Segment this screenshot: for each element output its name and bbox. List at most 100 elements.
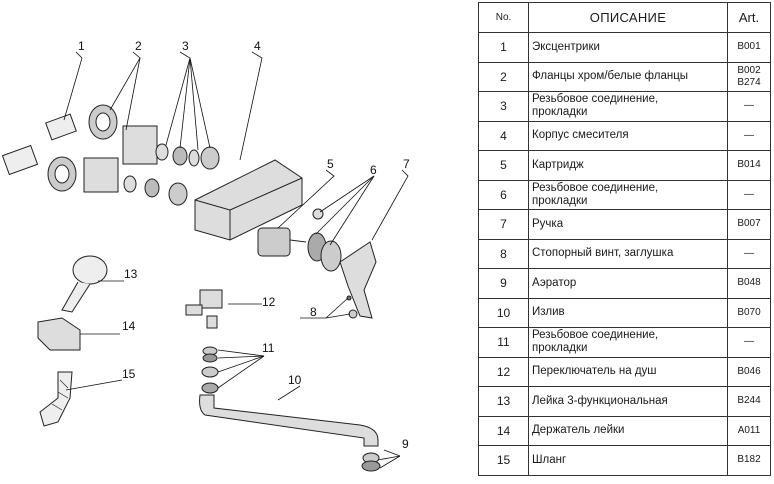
description-line: Переключатель на душ xyxy=(532,365,657,378)
exploded-faucet-diagram: 1 2 3 4 5 6 7 8 9 10 11 12 13 14 15 xyxy=(1,39,410,472)
row-article: B182 xyxy=(727,445,771,476)
row-number: 10 xyxy=(478,297,529,328)
description-line: Лейка 3-функциональная xyxy=(532,394,668,407)
description-line: Стопорный винт, заглушка xyxy=(532,247,674,260)
row-description: Лейка 3-функциональная xyxy=(528,386,728,417)
aerator-part xyxy=(361,452,381,472)
row-article: — xyxy=(727,238,771,269)
holder-part xyxy=(37,317,81,351)
description-line: Картридж xyxy=(532,158,584,171)
row-number: 9 xyxy=(478,268,529,299)
article-code: A011 xyxy=(737,424,761,436)
header-art: Art. xyxy=(727,2,771,33)
thread-rings-part xyxy=(123,143,220,206)
description-line: Аэратор xyxy=(532,276,577,289)
description-line: Резьбовое соединение, xyxy=(532,181,659,194)
article-code: — xyxy=(744,336,754,348)
description-line: Резьбовое соединение, xyxy=(532,93,659,106)
callout-13: 13 xyxy=(124,267,138,281)
square-nut-part xyxy=(83,125,158,193)
article-code: B244 xyxy=(737,395,761,407)
flange-part xyxy=(47,104,118,192)
article-code: B002 xyxy=(737,64,761,76)
callout-8: 8 xyxy=(310,305,317,319)
row-article: — xyxy=(727,327,771,358)
header-description: ОПИСАНИЕ xyxy=(528,2,728,33)
row-number: 14 xyxy=(478,415,529,446)
row-number: 6 xyxy=(478,179,529,210)
eccentric-part xyxy=(1,113,77,176)
callout-2: 2 xyxy=(135,39,142,53)
callout-11: 11 xyxy=(262,341,275,355)
row-article: B070 xyxy=(727,297,771,328)
row-article: B001 xyxy=(727,32,771,63)
row-description: Резьбовое соединение,прокладки xyxy=(528,91,728,122)
description-line: Держатель лейки xyxy=(532,424,625,437)
diverter-part xyxy=(185,289,223,329)
article-code: B274 xyxy=(737,76,761,88)
spout-part xyxy=(199,394,379,447)
hose-part xyxy=(39,371,73,427)
row-description: Переключатель на душ xyxy=(528,356,728,387)
callout-6: 6 xyxy=(370,163,377,177)
row-article: B048 xyxy=(727,268,771,299)
callout-1: 1 xyxy=(78,39,85,53)
row-article: B244 xyxy=(727,386,771,417)
callout-10: 10 xyxy=(288,373,302,387)
row-article: — xyxy=(727,120,771,151)
thread-rings-11-part xyxy=(201,346,219,394)
callout-9: 9 xyxy=(402,437,409,451)
row-description: Излив xyxy=(528,297,728,328)
row-number: 1 xyxy=(478,32,529,63)
row-number: 2 xyxy=(478,61,529,92)
callout-12: 12 xyxy=(262,295,276,309)
article-code: B014 xyxy=(737,159,761,171)
callout-5: 5 xyxy=(327,157,334,171)
description-line: прокладки xyxy=(532,342,588,355)
row-article: A011 xyxy=(727,415,771,446)
article-code: B070 xyxy=(737,306,761,318)
row-description: Резьбовое соединение,прокладки xyxy=(528,179,728,210)
description-line: прокладки xyxy=(532,106,588,119)
row-description: Эксцентрики xyxy=(528,32,728,63)
row-article: — xyxy=(727,179,771,210)
article-code: — xyxy=(744,188,754,200)
row-number: 3 xyxy=(478,91,529,122)
description-line: Излив xyxy=(532,306,565,319)
article-code: — xyxy=(744,129,754,141)
description-line: Ручка xyxy=(532,217,564,230)
callout-labels: 1 2 3 4 5 6 7 8 9 10 11 12 13 14 15 xyxy=(78,39,410,451)
row-description: Ручка xyxy=(528,209,728,240)
shower-head-part xyxy=(61,255,108,313)
row-number: 7 xyxy=(478,209,529,240)
row-article: — xyxy=(727,91,771,122)
article-code: B007 xyxy=(737,218,761,230)
handle-part xyxy=(339,241,377,319)
description-line: прокладки xyxy=(532,194,588,207)
row-description: Фланцы хром/белые фланцы xyxy=(528,61,728,92)
mixer-body-part xyxy=(194,159,303,241)
row-number: 15 xyxy=(478,445,529,476)
header-no: No. xyxy=(478,2,529,33)
row-article: B007 xyxy=(727,209,771,240)
article-code: B046 xyxy=(737,365,761,377)
row-article: B046 xyxy=(727,356,771,387)
row-description: Шланг xyxy=(528,445,728,476)
callout-15: 15 xyxy=(122,367,136,381)
row-description: Стопорный винт, заглушка xyxy=(528,238,728,269)
callout-14: 14 xyxy=(122,319,136,333)
description-line: Фланцы хром/белые фланцы xyxy=(532,70,689,83)
article-code: B001 xyxy=(737,41,761,53)
